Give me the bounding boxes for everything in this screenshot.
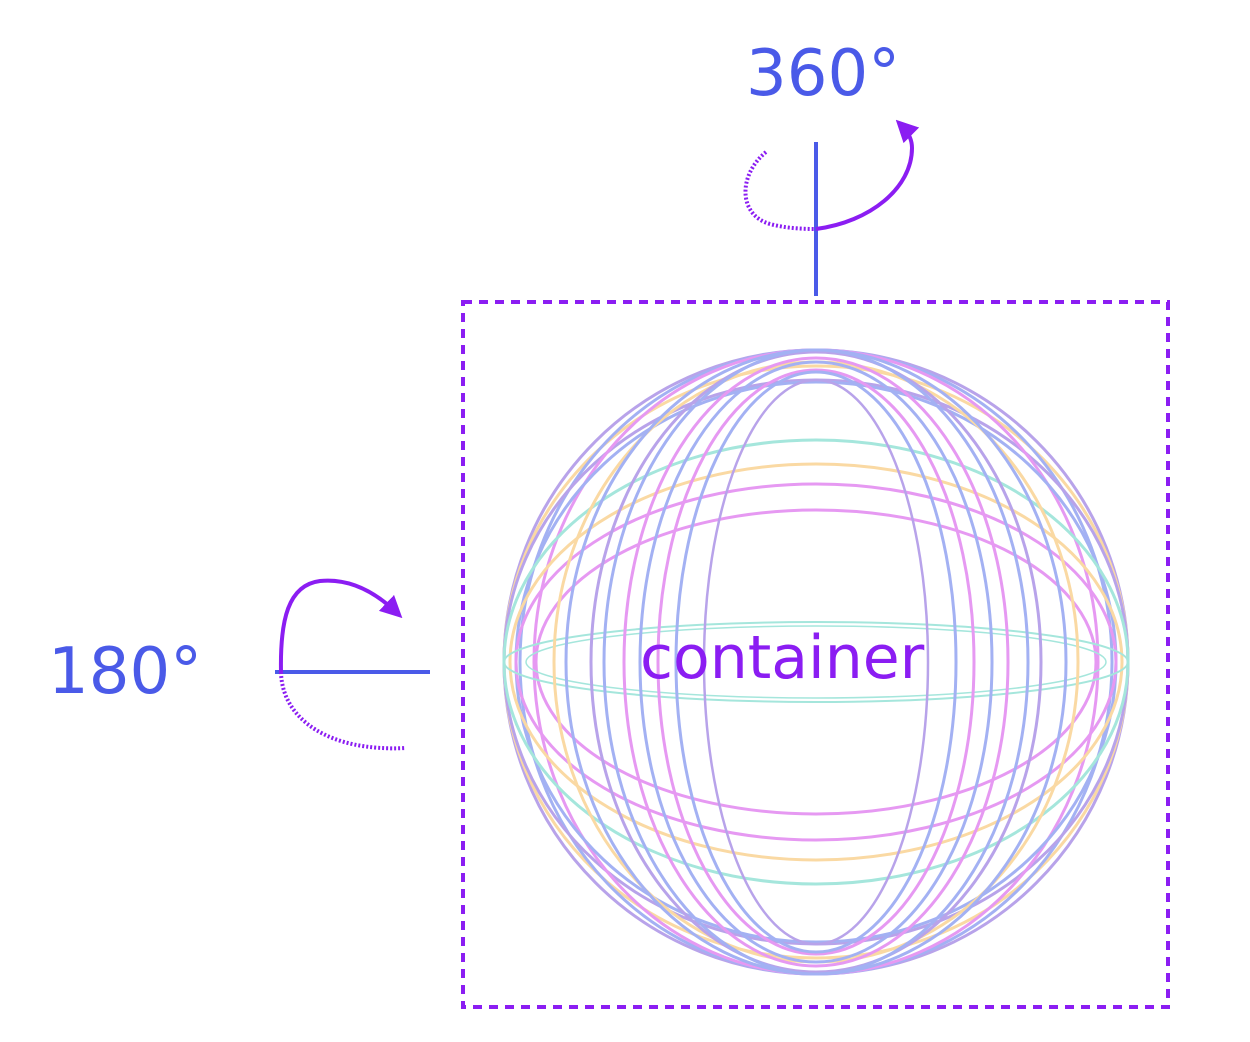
sphere-ring [638,360,994,964]
rotate-around-horizontal-axis-arrow-icon [278,578,407,751]
sphere-ring [514,482,1118,842]
container-box [461,300,1170,1009]
sphere-ring [622,356,1010,968]
sphere-ring [589,350,1043,974]
sphere-ring [503,621,1129,703]
sphere-wireframe [502,348,1130,976]
sphere-ring [602,348,1030,976]
sphere-ring [534,508,1098,816]
sphere-ring [656,368,976,956]
horizontal-rotation-label: 180° [48,635,203,709]
sphere-ring [674,370,958,954]
sphere-ring [508,462,1124,862]
sphere-ring [525,625,1107,699]
vertical-rotation-label: 360° [746,37,901,111]
sphere-ring [702,378,930,946]
rotate-around-vertical-axis-arrow-icon [743,119,920,231]
container-label: container [640,623,925,693]
